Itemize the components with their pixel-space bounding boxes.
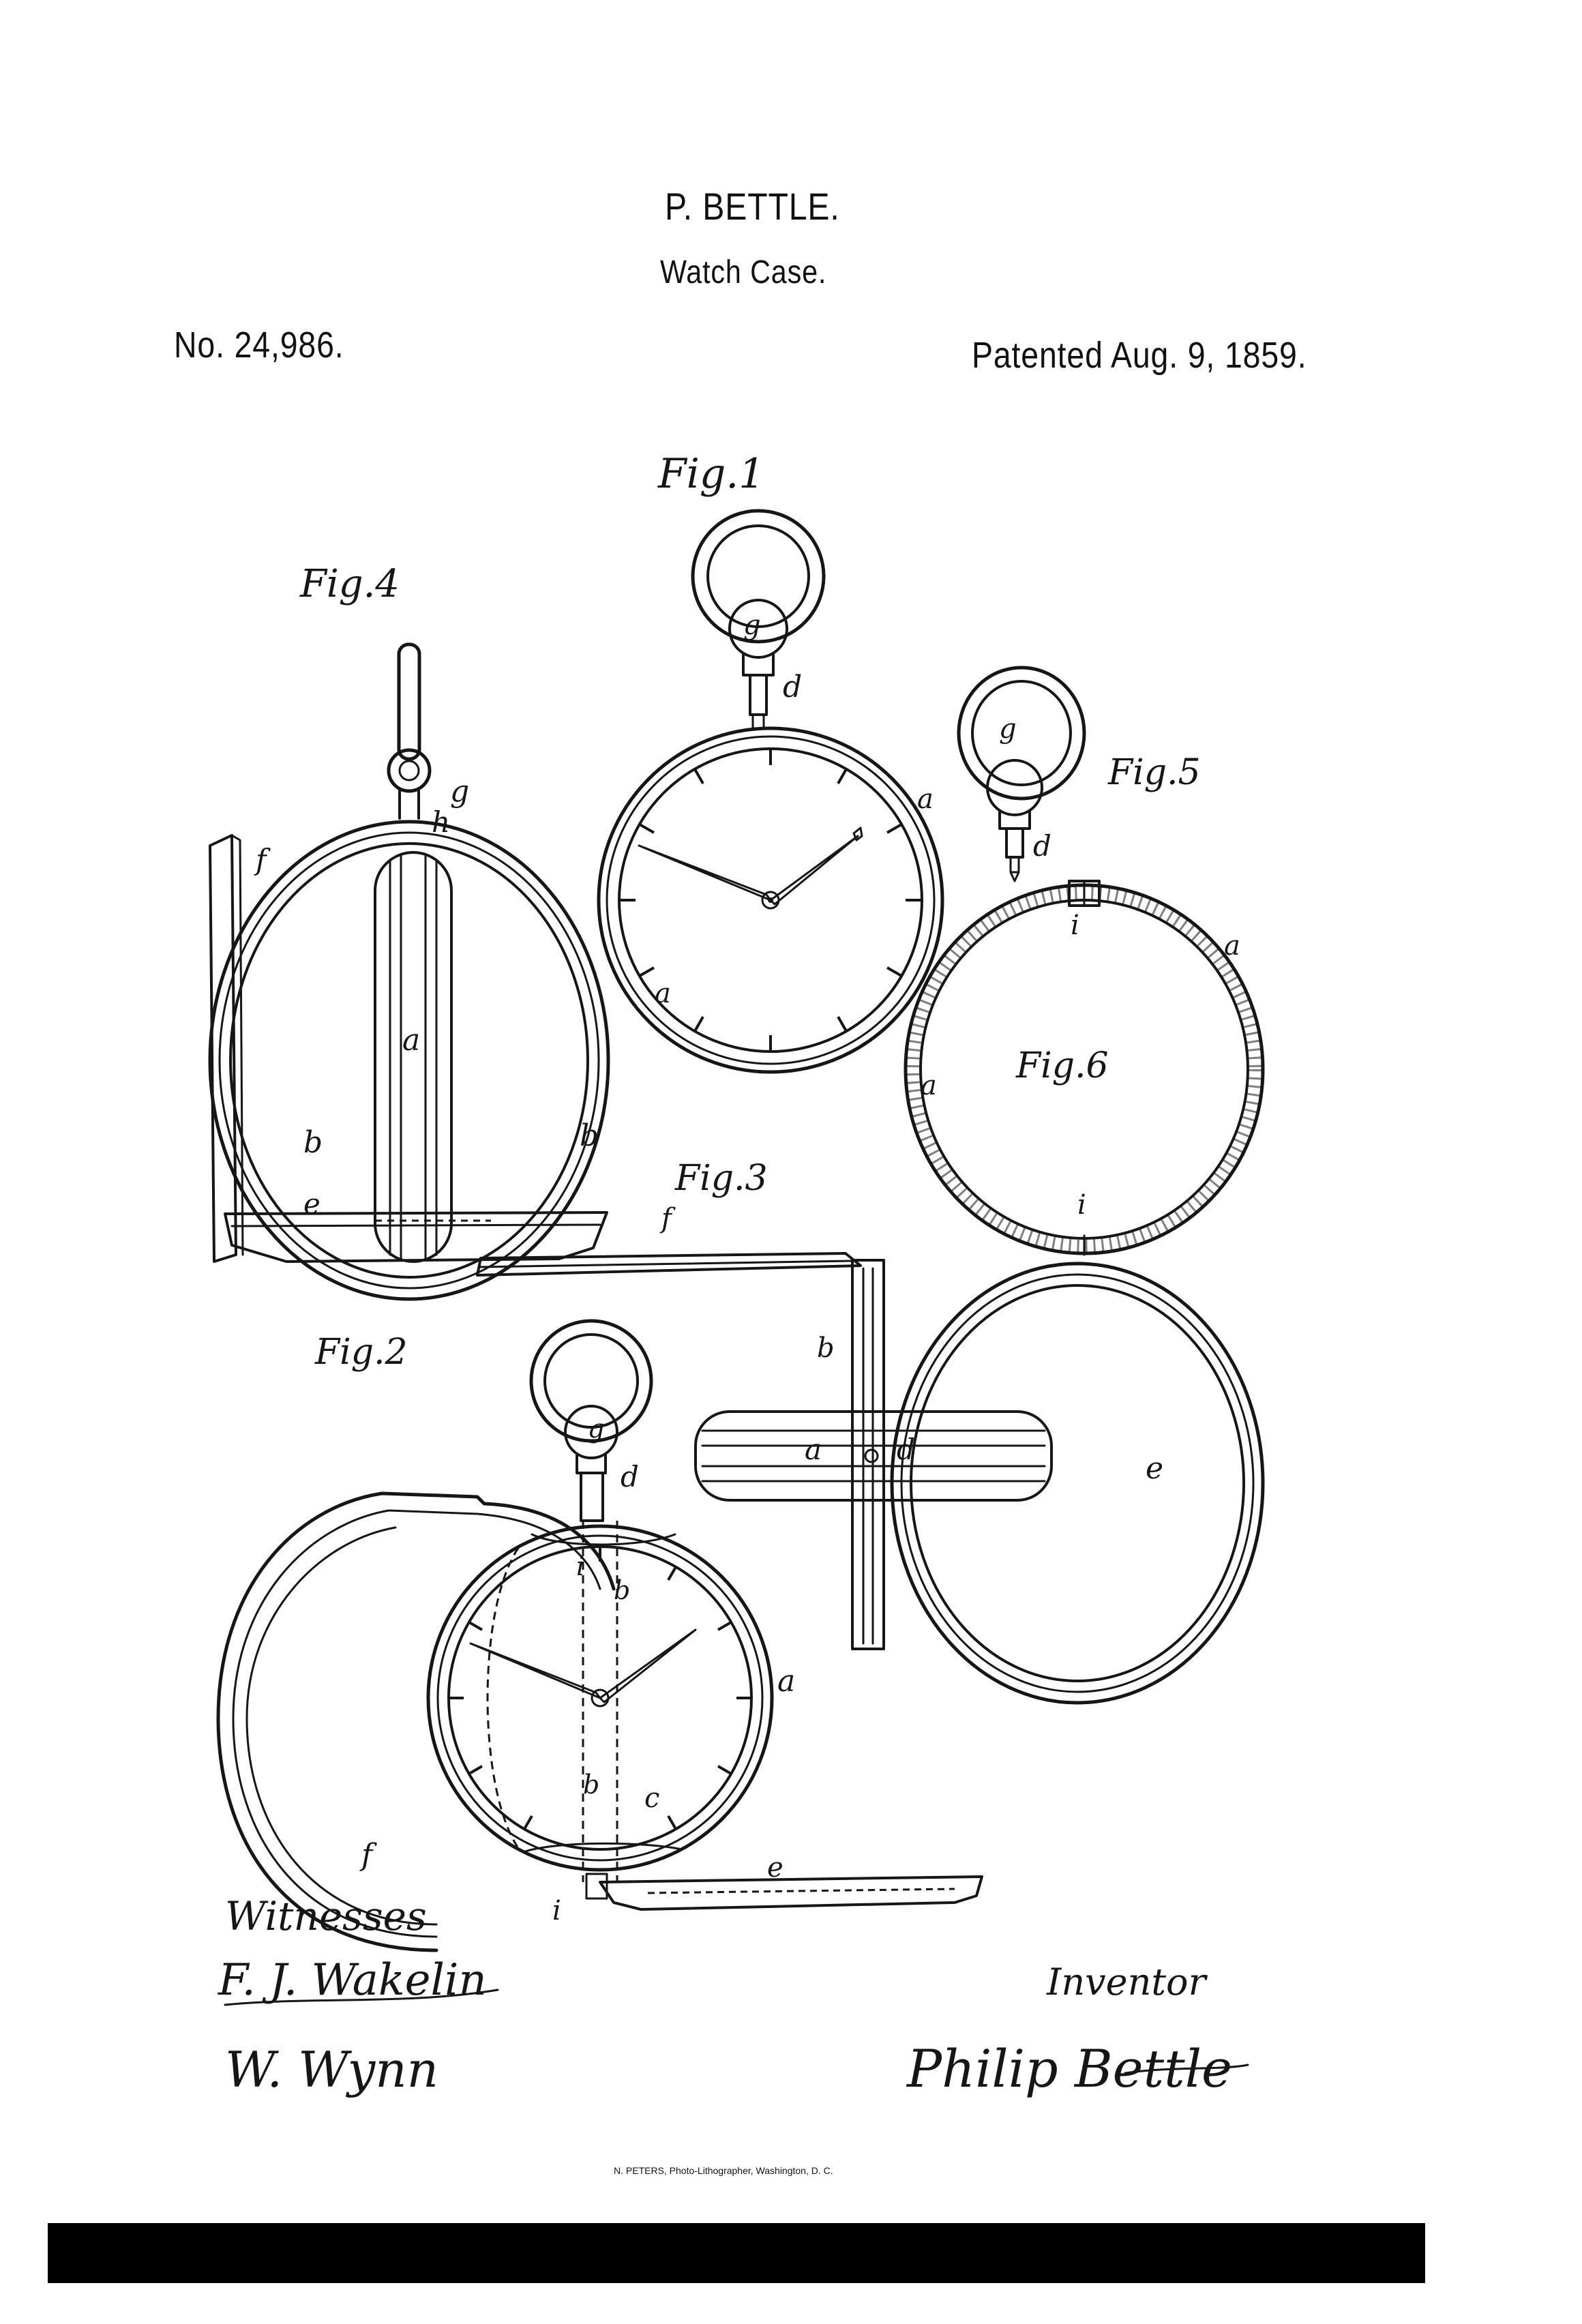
fig2-ref-b-top: b	[614, 1575, 630, 1605]
fig1-ref-a-right: a	[917, 784, 934, 815]
fig2-ref-e: e	[767, 1852, 783, 1883]
fig3-ref-d: d	[897, 1433, 915, 1466]
fig4-drawing	[210, 644, 608, 1299]
fig1-drawing	[599, 511, 942, 1072]
fig2-ref-f: f	[359, 1838, 377, 1873]
fig4-ref-g: g	[450, 774, 469, 809]
inventor-heading: Inventor	[1046, 1961, 1208, 2003]
fig6-ref-a-right: a	[1224, 930, 1240, 962]
fig5-ref-g: g	[999, 713, 1017, 745]
fig1-label: Fig.1	[657, 450, 764, 498]
scan-border-band	[48, 2223, 1425, 2283]
fig6-ref-i: i	[1077, 1189, 1086, 1221]
fig5-drawing	[959, 668, 1084, 881]
fig2-ref-c: c	[644, 1783, 659, 1814]
fig3-ref-a: a	[805, 1433, 822, 1466]
fig4-ref-b-left: b	[303, 1125, 323, 1160]
witnesses-heading: Witnesses	[225, 1893, 427, 1939]
fig4-ref-f: f	[254, 843, 271, 876]
fig4-ref-h: h	[432, 805, 450, 839]
fig4-ref-e: e	[303, 1187, 320, 1221]
fig3-ref-f: f	[659, 1203, 676, 1234]
lithographer-credit: N. PETERS, Photo-Lithographer, Washingto…	[614, 2165, 833, 2176]
fig1-ref-a-left: a	[655, 978, 671, 1009]
fig3-label: Fig.3	[674, 1158, 768, 1199]
fig2-ref-j: i	[576, 1551, 584, 1581]
fig4-ref-a: a	[402, 1023, 420, 1058]
fig1-ref-g: g	[743, 610, 761, 641]
fig1-ref-d: d	[783, 670, 802, 704]
fig2-ref-i: i	[552, 1895, 561, 1926]
fig2-ref-b-bottom: b	[583, 1770, 599, 1800]
witness-signature-2: W. Wynn	[225, 2041, 438, 2098]
fig5-ref-d: d	[1033, 829, 1051, 863]
fig2-ref-a: a	[777, 1664, 795, 1699]
fig2-ref-g: g	[588, 1414, 604, 1444]
fig6-ref-j: i	[1071, 910, 1079, 941]
witness-signature-1: F. J. Wakelin	[218, 1955, 487, 2006]
fig3-ref-e: e	[1146, 1451, 1163, 1486]
fig2-label: Fig.2	[314, 1332, 408, 1373]
fig6-label: Fig.6	[1015, 1045, 1109, 1086]
fig2-ref-d: d	[621, 1460, 639, 1493]
fig6-ref-a-left: a	[921, 1070, 937, 1101]
fig4-ref-b-right: b	[580, 1118, 599, 1153]
fig4-label: Fig.4	[299, 562, 400, 606]
fig3-ref-b: b	[817, 1332, 835, 1364]
fig5-label: Fig.5	[1107, 752, 1201, 793]
